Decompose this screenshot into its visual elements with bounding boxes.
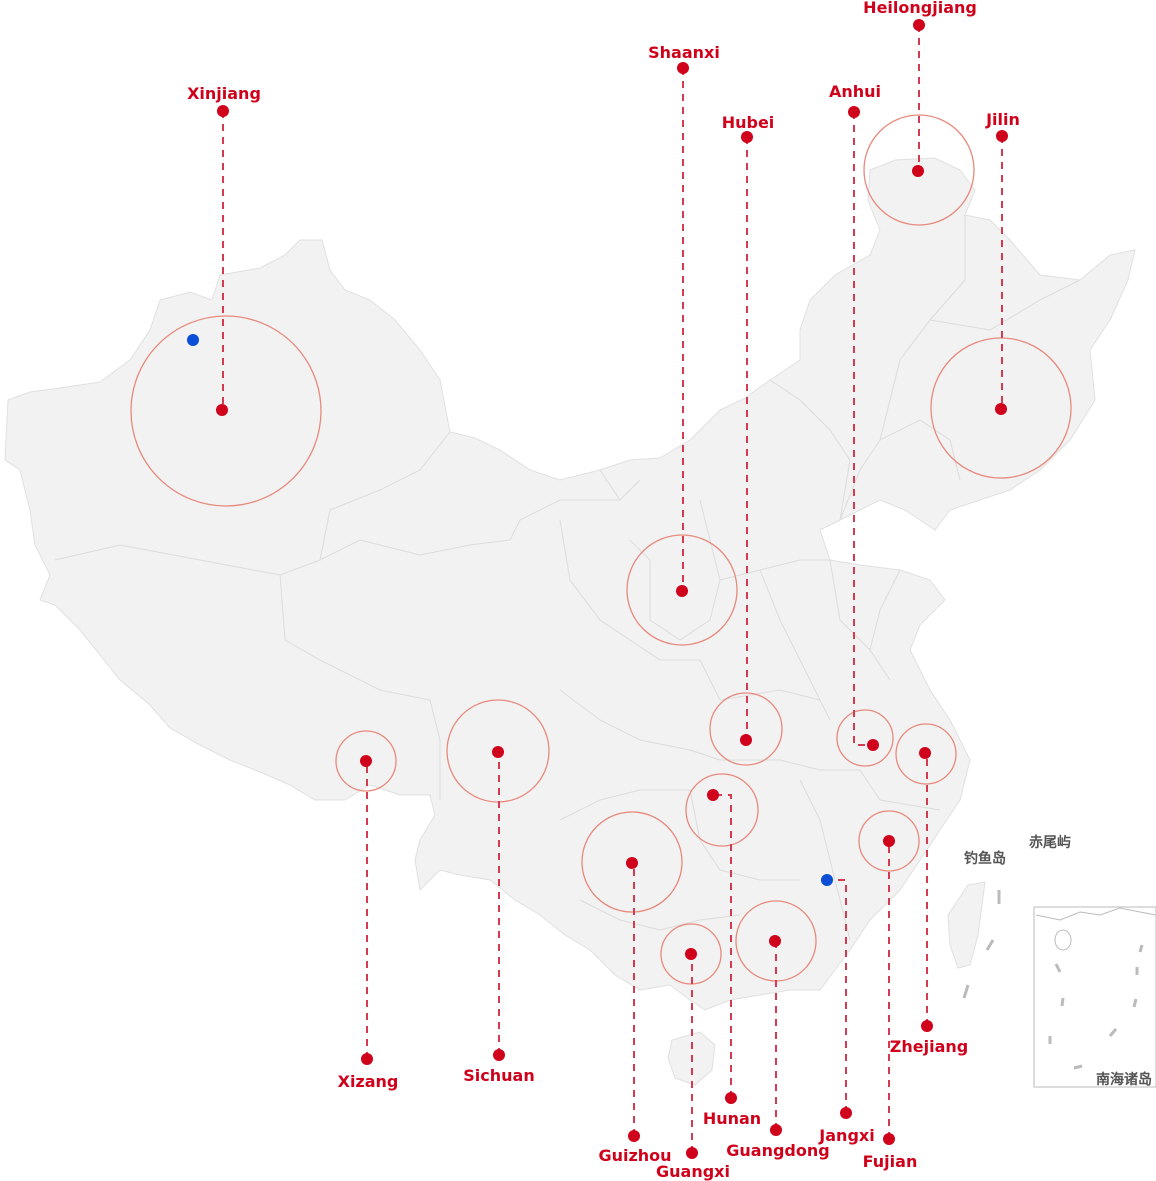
province-point-sichuan[interactable] xyxy=(492,746,504,758)
value-ring-zhejiang xyxy=(895,723,957,785)
label-anchor-dot-jilin[interactable] xyxy=(996,130,1008,142)
label-anchor-dot-guizhou[interactable] xyxy=(628,1130,640,1142)
label-anchor-dot-anhui[interactable] xyxy=(848,106,860,118)
province-point-xinjiang[interactable] xyxy=(216,404,228,416)
province-label-sichuan[interactable]: Sichuan xyxy=(463,1066,534,1085)
province-point-anhui[interactable] xyxy=(867,739,879,751)
province-label-guizhou[interactable]: Guizhou xyxy=(598,1146,671,1165)
label-anchor-dot-fujian[interactable] xyxy=(883,1133,895,1145)
label-anchor-dot-hunan[interactable] xyxy=(725,1092,737,1104)
province-point-hubei[interactable] xyxy=(740,734,752,746)
province-label-fujian[interactable]: Fujian xyxy=(863,1152,918,1171)
leader-line-anhui xyxy=(853,112,873,746)
province-label-xinjiang[interactable]: Xinjiang xyxy=(187,84,261,103)
province-point-guangxi[interactable] xyxy=(685,948,697,960)
label-anchor-dot-guangxi[interactable] xyxy=(686,1147,698,1159)
province-point-fujian[interactable] xyxy=(883,835,895,847)
province-point-xizang[interactable] xyxy=(360,755,372,767)
province-label-jilin[interactable]: Jilin xyxy=(985,110,1020,129)
mainland-outline xyxy=(4,157,1136,1011)
province-label-zhejiang[interactable]: Zhejiang xyxy=(890,1037,968,1056)
value-ring-guizhou xyxy=(581,811,683,913)
province-point-hunan[interactable] xyxy=(707,789,719,801)
island-label-diaoyu: 钓鱼岛 xyxy=(964,850,1006,867)
label-anchor-dot-xizang[interactable] xyxy=(361,1053,373,1065)
island-dash-marks xyxy=(962,890,1001,999)
island-label-nanhai: 南海诸岛 xyxy=(1096,1071,1152,1088)
province-label-hubei[interactable]: Hubei xyxy=(722,113,775,132)
value-ring-anhui xyxy=(836,709,894,767)
province-point-heilongjiang[interactable] xyxy=(912,165,924,177)
province-label-guangdong[interactable]: Guangdong xyxy=(726,1141,829,1160)
taiwan-island xyxy=(947,881,986,969)
south-china-sea-inset xyxy=(1033,906,1156,1088)
label-anchor-dot-zhejiang[interactable] xyxy=(921,1020,933,1032)
value-ring-hunan xyxy=(685,773,759,847)
blue-marker-xinjiang-blue[interactable] xyxy=(187,334,199,346)
province-point-shaanxi[interactable] xyxy=(676,585,688,597)
label-anchor-dot-heilongjiang[interactable] xyxy=(913,19,925,31)
province-borders xyxy=(54,215,1081,941)
province-label-xizang[interactable]: Xizang xyxy=(338,1072,399,1091)
leader-lines xyxy=(222,25,1003,1153)
province-label-shaanxi[interactable]: Shaanxi xyxy=(648,43,720,62)
province-point-jangxi[interactable] xyxy=(821,874,833,886)
label-anchor-dot-xinjiang[interactable] xyxy=(217,105,229,117)
island-label-chiwei: 赤尾屿 xyxy=(1029,834,1071,851)
province-point-zhejiang[interactable] xyxy=(919,747,931,759)
value-ring-shaanxi xyxy=(626,534,738,646)
label-anchor-dot-jangxi[interactable] xyxy=(840,1107,852,1119)
province-label-heilongjiang[interactable]: Heilongjiang xyxy=(863,0,977,17)
province-point-jilin[interactable] xyxy=(995,403,1007,415)
province-label-guangxi[interactable]: Guangxi xyxy=(656,1162,730,1181)
label-anchor-dot-guangdong[interactable] xyxy=(770,1124,782,1136)
label-anchor-dot-hubei[interactable] xyxy=(741,131,753,143)
value-ring-fujian xyxy=(858,810,920,872)
province-label-hunan[interactable]: Hunan xyxy=(703,1109,761,1128)
province-point-guangdong[interactable] xyxy=(769,935,781,947)
province-dots xyxy=(187,19,1008,1159)
value-ring-xizang xyxy=(335,730,397,792)
province-label-anhui[interactable]: Anhui xyxy=(829,82,881,101)
label-anchor-dot-shaanxi[interactable] xyxy=(677,62,689,74)
label-anchor-dot-sichuan[interactable] xyxy=(493,1049,505,1061)
province-label-jangxi[interactable]: Jangxi xyxy=(818,1126,874,1145)
province-point-guizhou[interactable] xyxy=(626,857,638,869)
value-ring-hubei xyxy=(709,692,783,766)
value-ring-xinjiang xyxy=(130,315,322,507)
value-ring-heilongjiang xyxy=(863,114,975,226)
